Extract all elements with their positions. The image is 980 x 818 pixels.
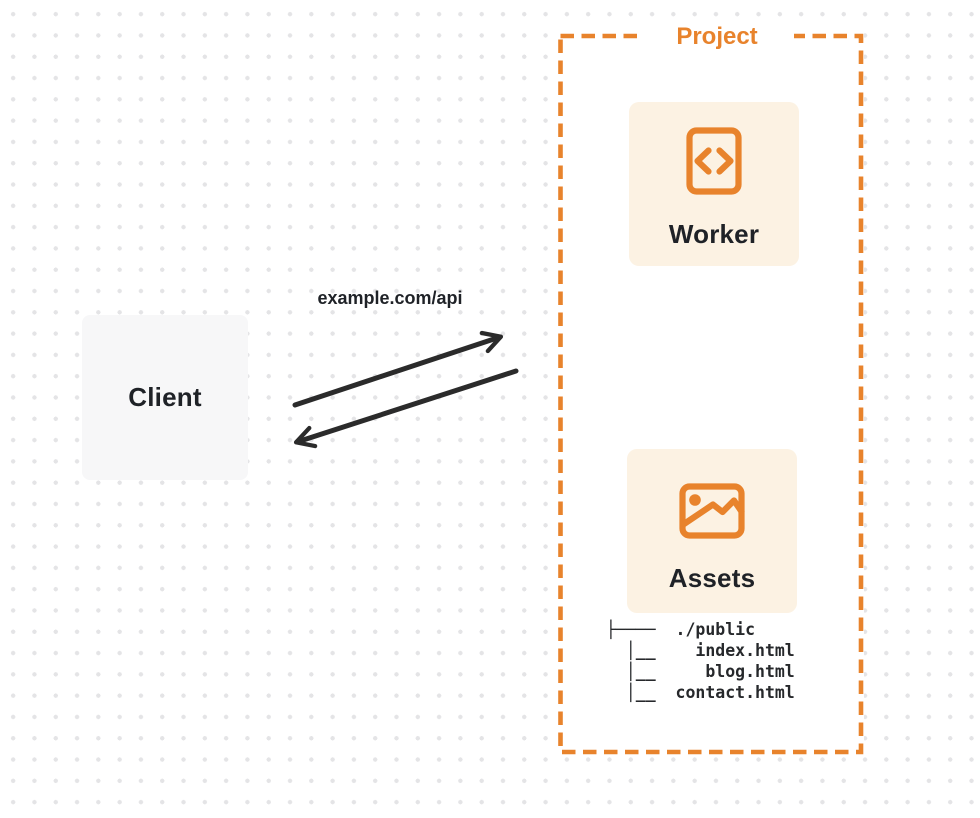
client-label: Client — [128, 382, 202, 412]
request-arrow — [292, 330, 504, 408]
request-url-label: example.com/api — [317, 288, 463, 308]
assets-node: Assets — [627, 449, 797, 613]
worker-label: Worker — [668, 219, 760, 249]
code-file-icon — [686, 127, 742, 195]
assets-label: Assets — [668, 563, 756, 593]
file-tree: ├──── ./public │__ index.html │__ blog.h… — [606, 620, 795, 702]
image-icon — [679, 483, 745, 539]
response-arrow — [293, 368, 519, 449]
project-label: Project — [640, 23, 794, 51]
worker-node: Worker — [629, 102, 799, 266]
client-node: Client — [82, 315, 248, 480]
